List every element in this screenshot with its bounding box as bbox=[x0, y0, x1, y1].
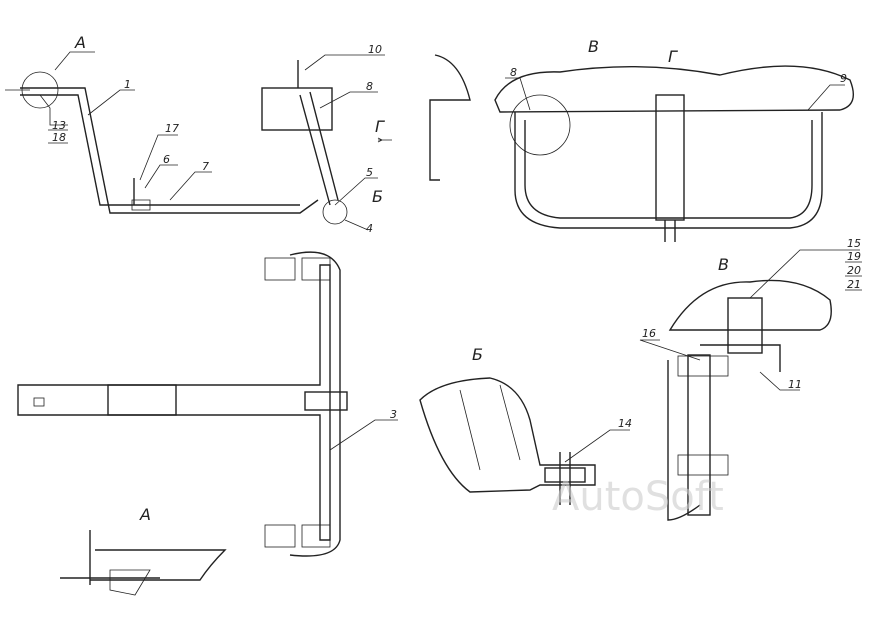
callout-8-view-g: 8 bbox=[510, 66, 517, 79]
side-view-bracket bbox=[5, 60, 392, 225]
callout-8: 8 bbox=[366, 80, 373, 93]
callout-6: 6 bbox=[163, 153, 170, 166]
leader-lines bbox=[39, 51, 862, 463]
callout-11: 11 bbox=[788, 378, 802, 391]
callout-20: 20 bbox=[847, 264, 861, 277]
callout-4: 4 bbox=[366, 222, 373, 235]
top-view-frame bbox=[17, 251, 348, 557]
callout-13: 13 bbox=[52, 119, 66, 132]
callout-3: 3 bbox=[390, 408, 397, 421]
label-view-g: Г bbox=[668, 47, 678, 66]
watermark: AutoSoft bbox=[552, 474, 724, 520]
callout-14: 14 bbox=[618, 417, 632, 430]
label-view-v: В bbox=[588, 37, 599, 56]
view-b-detail bbox=[419, 377, 596, 505]
callout-16: 16 bbox=[642, 327, 656, 340]
labels: А Г Б В Г В Б А 1 13 18 17 6 7 10 8 5 4 … bbox=[52, 33, 861, 524]
label-view-v-detail: В bbox=[718, 255, 729, 274]
label-view-g-arrow: Г bbox=[375, 117, 385, 136]
label-view-a-detail: А bbox=[139, 505, 151, 524]
callout-17: 17 bbox=[165, 122, 179, 135]
callout-5: 5 bbox=[366, 166, 373, 179]
callout-10: 10 bbox=[368, 43, 382, 56]
label-view-a: А bbox=[74, 33, 86, 52]
callout-15: 15 bbox=[847, 237, 861, 250]
view-v-detail bbox=[667, 279, 832, 521]
callout-1: 1 bbox=[124, 78, 131, 91]
label-view-b: Б bbox=[372, 187, 383, 206]
callout-19: 19 bbox=[847, 250, 861, 263]
callout-9: 9 bbox=[840, 72, 847, 85]
view-g-frame bbox=[429, 54, 854, 242]
callout-18: 18 bbox=[52, 131, 66, 144]
view-a-detail bbox=[60, 530, 227, 596]
label-view-b-detail: Б bbox=[472, 345, 483, 364]
callout-7: 7 bbox=[202, 160, 209, 173]
callout-21: 21 bbox=[847, 278, 861, 291]
